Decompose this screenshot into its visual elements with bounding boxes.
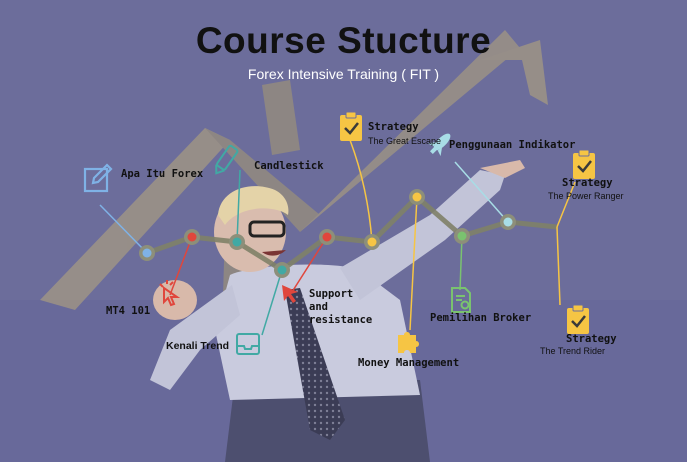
puzzle-icon xyxy=(398,332,419,353)
course-nodes xyxy=(139,189,516,278)
label-money-management: Money Management xyxy=(358,357,460,369)
label-pemilihan-broker: Pemilihan Broker xyxy=(430,312,532,324)
label-strategy-great-escape: Strategy xyxy=(368,121,419,133)
inbox-tray-icon xyxy=(236,333,260,355)
label-penggunaan-indikator: Penggunaan Indikator xyxy=(449,139,576,151)
label-resistance: resistance xyxy=(309,314,373,326)
course-path-line xyxy=(146,194,558,273)
label-strategy-trend-rider: Strategy xyxy=(566,333,617,345)
connector-lines xyxy=(99,139,576,336)
page-subtitle: Forex Intensive Training ( FIT ) xyxy=(247,66,440,82)
clipboard-check-icon xyxy=(567,304,589,334)
clipboard-check-icon xyxy=(573,149,595,179)
label-mt4-101: MT4 101 xyxy=(106,305,151,317)
label-and: and xyxy=(309,301,328,313)
edit-icon xyxy=(83,163,113,193)
label-support: Support xyxy=(309,288,354,300)
clipboard-check-icon xyxy=(340,111,362,141)
sublabel-power-ranger: The Power Ranger xyxy=(548,191,624,201)
sublabel-trend-rider: The Trend Rider xyxy=(540,346,606,356)
sublabel-great-escape: The Great Escape xyxy=(368,136,442,146)
label-apa-itu-forex: Apa Itu Forex xyxy=(121,168,204,180)
certificate-document-icon xyxy=(451,287,471,313)
cursor-click-icon xyxy=(159,280,181,307)
pencil-icon xyxy=(215,144,239,175)
label-strategy-power-ranger: Strategy xyxy=(562,177,613,189)
page-title: Course Stucture xyxy=(195,20,492,61)
businessman-illustration xyxy=(150,160,525,462)
label-kenali-trend: Kenali Trend xyxy=(166,340,230,352)
arrow-cursor-icon xyxy=(282,285,298,303)
label-candlestick: Candlestick xyxy=(254,160,324,172)
